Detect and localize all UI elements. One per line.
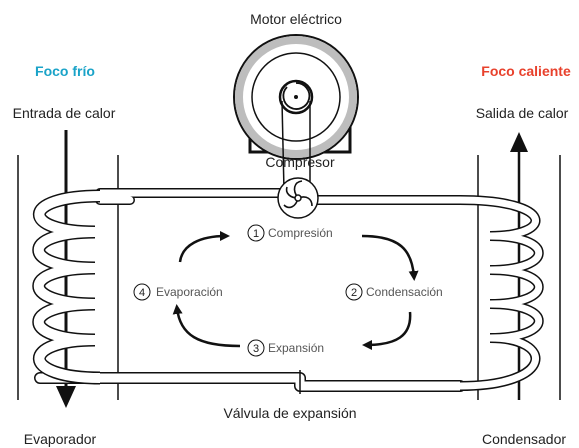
step-1-number: 1 <box>253 228 259 240</box>
condenser-coil <box>459 195 544 391</box>
heat-input-arrowhead <box>56 386 76 408</box>
cycle-arrow-condensation <box>361 234 419 281</box>
drive-belt-left <box>281 100 285 192</box>
evaporator-label: Evaporador <box>24 431 97 447</box>
expansion-valve-label: Válvula de expansión <box>223 405 356 421</box>
condenser-label: Condensador <box>482 431 566 447</box>
compressor-label: Compresor <box>265 154 335 170</box>
step-1-circle <box>247 224 265 242</box>
step-4-number: 4 <box>139 287 145 299</box>
step-2-circle <box>345 283 363 301</box>
heat-output-label: Salida de calor <box>476 105 569 121</box>
hot-source-label: Foco caliente <box>481 63 571 79</box>
cycle-arrow-evaporation <box>172 304 241 348</box>
motor-label: Motor eléctrico <box>250 11 342 27</box>
heat-input-label: Entrada de calor <box>13 105 116 121</box>
step-3-number: 3 <box>253 343 259 355</box>
electric-motor <box>233 34 359 160</box>
cold-source-label: Foco frío <box>35 63 95 79</box>
heat-output-arrowhead <box>510 132 528 152</box>
step-3-circle <box>247 339 265 357</box>
compressor-fan-icon <box>277 177 319 219</box>
cycle-arrow-compression <box>178 231 230 263</box>
step-3-label: Expansión <box>268 341 324 355</box>
step-2-label: Condensación <box>366 285 443 299</box>
step-4-label: Evaporación <box>156 285 223 299</box>
cycle-arrow-expansion <box>362 311 412 350</box>
step-1-label: Compresión <box>268 226 333 240</box>
cycle-arrows <box>172 231 419 350</box>
step-2-number: 2 <box>351 287 357 299</box>
step-4-circle <box>133 283 151 301</box>
evaporator-coil <box>32 189 101 385</box>
